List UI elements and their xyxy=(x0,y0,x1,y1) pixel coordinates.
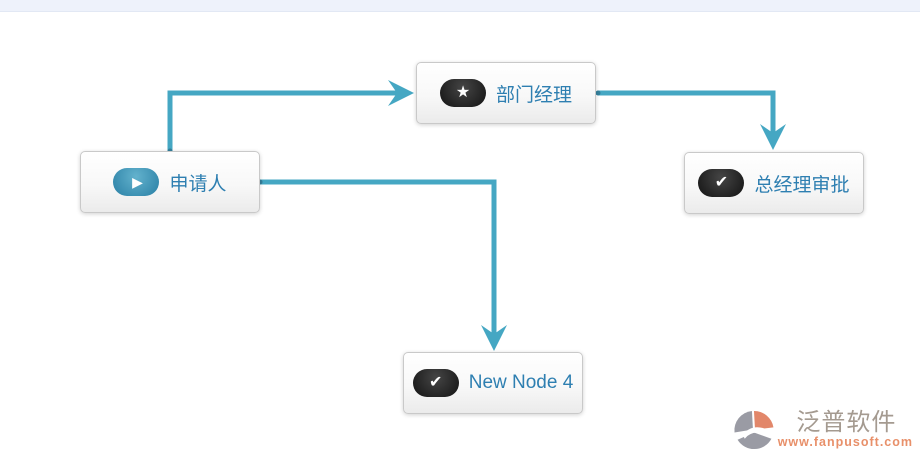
node-dept-manager[interactable]: ★ 部门经理 xyxy=(416,62,596,124)
watermark-brand: 泛普软件 xyxy=(796,409,897,436)
connector-line[interactable] xyxy=(167,90,398,151)
top-scroll-strip xyxy=(0,0,920,12)
connector-line[interactable] xyxy=(598,90,776,135)
node-label: 部门经理 xyxy=(495,84,572,106)
watermark: 泛普软件 www.fanpusoft.com xyxy=(732,409,913,451)
node-label: New Node 4 xyxy=(468,372,574,393)
endpoint-dot[interactable] xyxy=(595,90,601,96)
star-glyph: ★ xyxy=(455,84,471,101)
node-gm-approval[interactable]: ✔ 总经理审批 xyxy=(684,152,864,214)
check-glyph: ✔ xyxy=(429,374,443,391)
connector-applicant-new-node-4[interactable] xyxy=(257,179,508,352)
arrowhead-down-icon xyxy=(760,124,786,150)
workflow-canvas[interactable]: ▶ 申请人 ★ 部门经理 ✔ 总经理审批 ✔ New Node 4 xyxy=(0,12,920,454)
arrowhead-down-icon xyxy=(481,325,507,351)
node-applicant[interactable]: ▶ 申请人 xyxy=(80,151,260,213)
connector-dept-manager-gm-approval[interactable] xyxy=(595,90,787,151)
connector-applicant-dept-manager[interactable] xyxy=(167,80,415,154)
node-label: 总经理审批 xyxy=(754,174,850,196)
fanpu-logo-icon xyxy=(734,411,774,450)
play-icon: ▶ xyxy=(113,168,160,196)
star-icon: ★ xyxy=(439,79,486,107)
check-glyph: ✔ xyxy=(714,174,729,191)
play-glyph: ▶ xyxy=(132,174,143,190)
check-icon: ✔ xyxy=(412,369,459,397)
connector-line[interactable] xyxy=(260,179,497,336)
arrowhead-right-icon xyxy=(388,80,414,106)
check-icon: ✔ xyxy=(698,169,745,197)
connector-layer xyxy=(167,80,787,352)
node-label: 申请人 xyxy=(169,173,227,195)
node-new-node-4[interactable]: ✔ New Node 4 xyxy=(403,352,583,414)
watermark-url: www.fanpusoft.com xyxy=(777,435,913,450)
